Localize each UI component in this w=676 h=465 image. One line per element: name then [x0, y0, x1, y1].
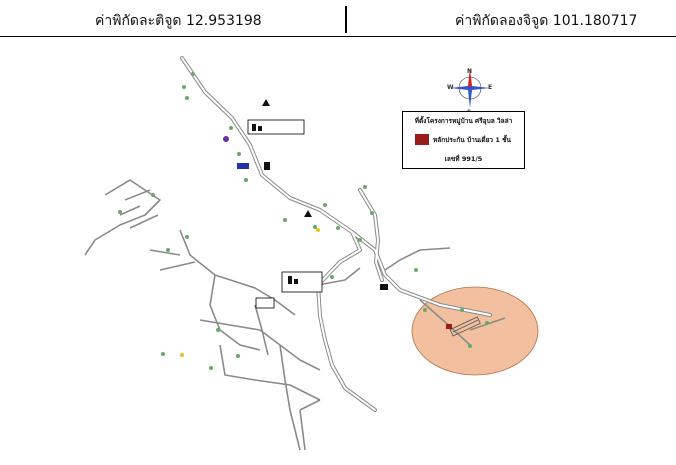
compass-west-label: W: [447, 84, 454, 91]
legend-swatch: [415, 134, 429, 145]
project-radius-circle: [411, 286, 539, 376]
project-marker: [446, 324, 452, 329]
location-map: N S W E: [0, 37, 676, 465]
header-divider: [345, 6, 347, 33]
map-legend: ที่ตั้งโครงการหมู่บ้าน ศรีอุบล วิลล่า หล…: [402, 111, 525, 169]
latitude-label: ค่าพิกัดละติจูด 12.953198: [95, 13, 262, 29]
school-icon: [180, 228, 320, 357]
factory-icon: [237, 124, 388, 290]
legend-address: เลขที่ 991/5: [444, 155, 483, 163]
factory-boxes: [247, 119, 323, 309]
legend-title: ที่ตั้งโครงการหมู่บ้าน ศรีอุบล วิลล่า: [414, 117, 513, 125]
main-road-inner: [181, 57, 491, 411]
hospital-icon: [223, 136, 229, 142]
map-canvas: [84, 56, 539, 451]
temple-icon: [262, 99, 312, 217]
coordinates-header: ค่าพิกัดละติจูด 12.953198 ค่าพิกัดลองจิจ…: [0, 0, 676, 37]
secondary-roads: [84, 179, 506, 451]
compass-east-label: E: [488, 84, 493, 91]
legend-item-label: หลักประกัน บ้านเดี่ยว 1 ชั้น: [433, 136, 511, 144]
compass-north-label: N: [467, 68, 473, 75]
map-pin-icon: [118, 72, 489, 370]
longitude-label: ค่าพิกัดลองจิจูด 101.180717: [455, 13, 638, 29]
compass-rose-icon: [450, 68, 490, 108]
project-lots: [449, 316, 481, 337]
